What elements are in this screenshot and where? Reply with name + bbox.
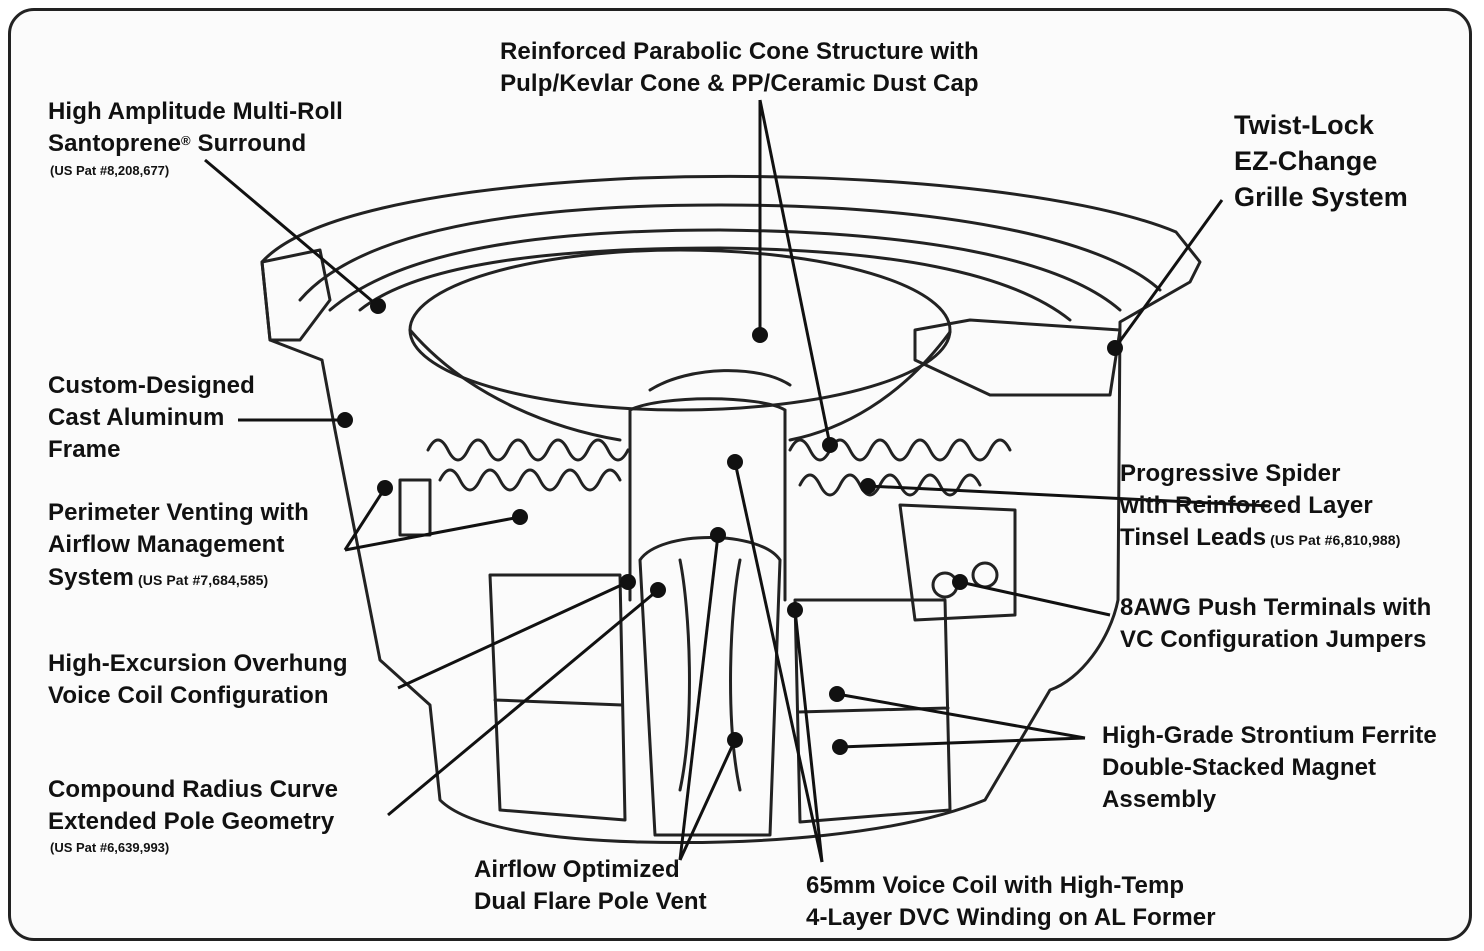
label-grille: Twist-Lock EZ-Change Grille System [1234, 110, 1408, 212]
patent-pole: (US Pat #6,639,993) [50, 840, 170, 855]
patent-surround: (US Pat #8,208,677) [50, 163, 170, 178]
grille-cutaway-left [260, 248, 332, 342]
label-voicecoil: 65mm Voice Coil with High-Temp 4-Layer D… [806, 872, 1216, 931]
surround-ring [358, 246, 1072, 322]
leader-lines [204, 99, 1271, 863]
label-spider-tinsel: Tinsel Leads [1120, 524, 1267, 551]
pole-piece [638, 536, 782, 837]
patent-venting: (US Pat #7,684,585) [133, 572, 269, 588]
terminal-post-2 [971, 561, 999, 589]
magnet-left [488, 573, 627, 822]
label-venting: Perimeter Venting with Airflow Managemen… [48, 499, 309, 558]
registered-mark: ® [181, 133, 191, 148]
label-spider: Progressive Spider with Reinforced Layer [1120, 460, 1373, 519]
grille-ring-outer [298, 203, 1162, 302]
dust-cap [648, 369, 792, 392]
basket-outline [260, 174, 1202, 845]
label-vent: Airflow Optimized Dual Flare Pole Vent [474, 856, 707, 915]
voice-coil-former [628, 397, 787, 602]
patent-spider: (US Pat #6,810,988) [1266, 532, 1401, 548]
label-terminals: 8AWG Push Terminals with VC Configuratio… [1120, 594, 1432, 653]
grille-ring-inner [328, 228, 1122, 312]
label-frame: Custom-Designed Cast Aluminum Frame [48, 372, 255, 463]
label-cone: Reinforced Parabolic Cone Structure with… [500, 38, 979, 97]
cone-top [408, 248, 952, 412]
cone-wall-right [788, 330, 952, 442]
label-surround: High Amplitude Multi-Roll Santoprene® Su… [48, 96, 343, 160]
label-overhung: High-Excursion Overhung Voice Coil Confi… [48, 650, 348, 709]
pole-vent [678, 558, 742, 792]
label-surround-line1: High Amplitude Multi-Roll [48, 98, 343, 125]
label-venting-line3: System (US Pat #7,684,585) [48, 562, 268, 596]
spider-right [788, 438, 1012, 462]
spider-left-2 [438, 468, 622, 492]
callout-dots [337, 298, 1123, 755]
grille-cutaway-right [913, 318, 1122, 397]
label-venting-system: System [48, 564, 134, 591]
cone-wall-left [408, 328, 622, 442]
label-surround-line2: Santoprene [48, 130, 182, 157]
label-spider-line3: Tinsel Leads (US Pat #6,810,988) [1120, 522, 1400, 556]
terminal-block [898, 503, 1017, 622]
label-surround-line2b: Surround [190, 130, 307, 157]
label-pole: Compound Radius Curve Extended Pole Geom… [48, 776, 339, 835]
spider-right-2 [798, 473, 982, 497]
vent-screw [398, 478, 432, 537]
spider-left [426, 438, 630, 462]
label-magnet: High-Grade Strontium Ferrite Double-Stac… [1102, 722, 1437, 813]
